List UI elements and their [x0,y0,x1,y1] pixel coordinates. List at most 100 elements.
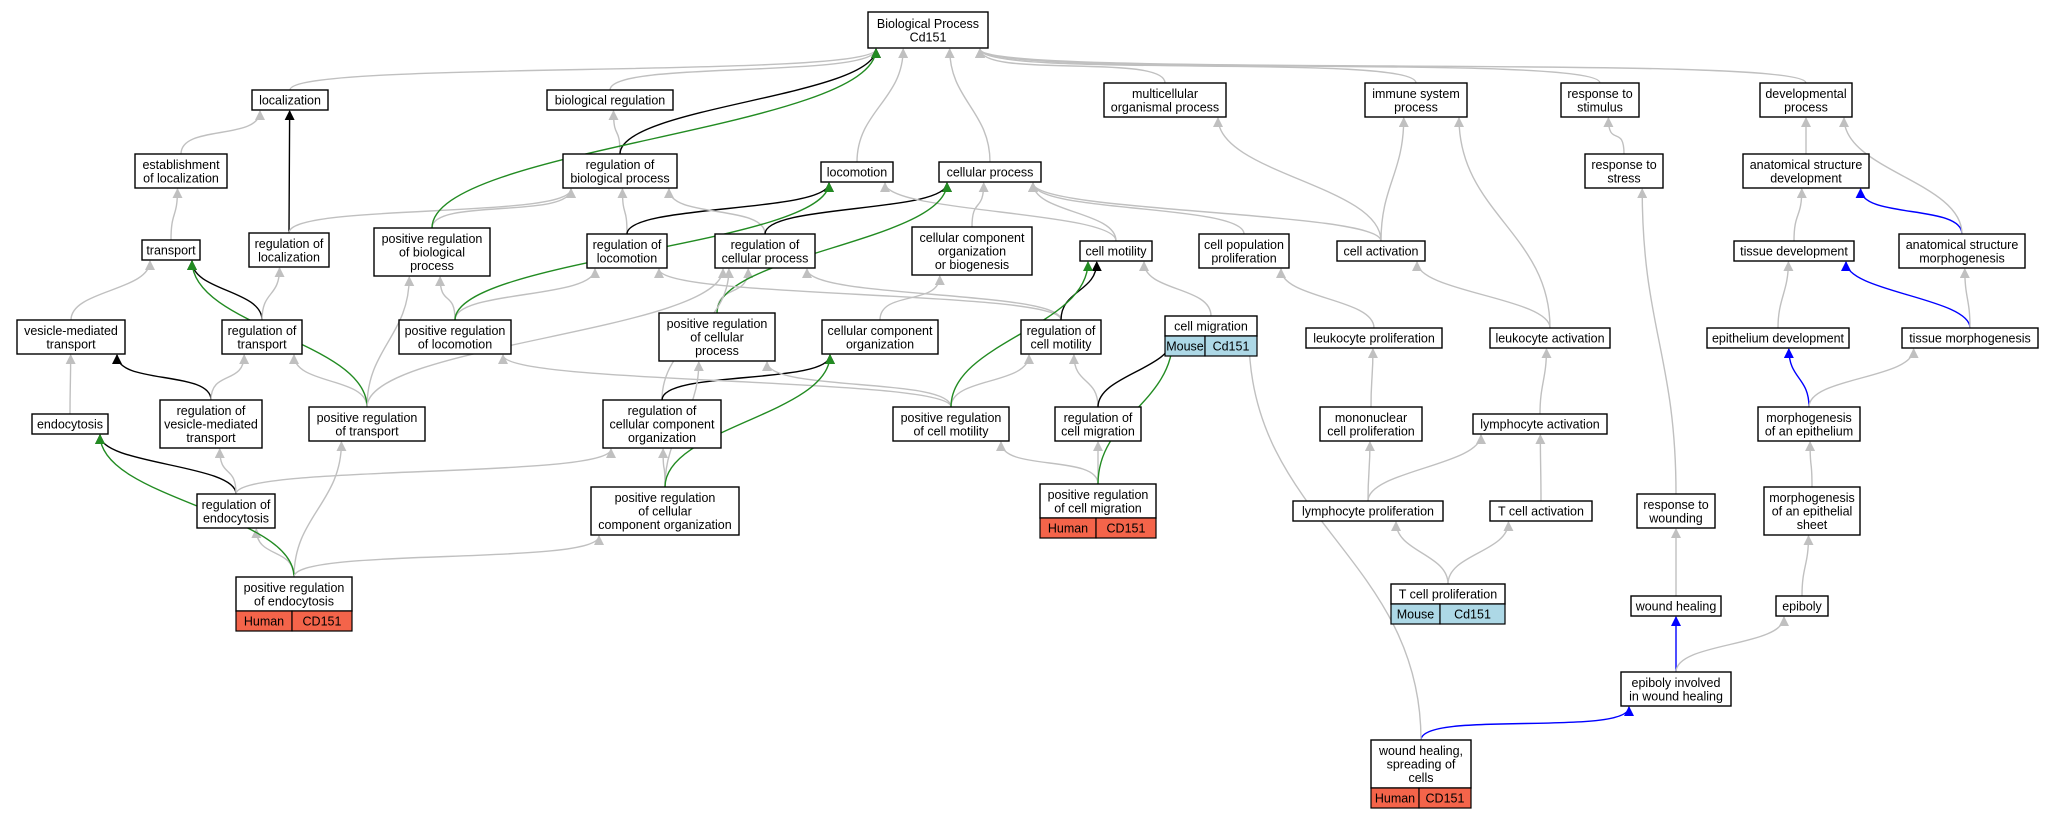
node-label: spreading of [1387,758,1456,772]
node-box [1630,595,1722,617]
node-tissue-dev[interactable]: tissue development [1733,240,1855,262]
edge-is-a [879,275,945,321]
node-transport[interactable]: transport [141,239,201,261]
node-label: or biogenesis [935,258,1009,272]
node-box [134,153,228,189]
node-label: epiboly [1782,600,1822,614]
node-label: lymphocyte activation [1480,418,1600,432]
node-label: cellular component [828,324,933,338]
node-label: process [1784,100,1828,114]
node-epiboly[interactable]: epiboly [1775,595,1829,617]
edge-is-a [1380,117,1409,242]
edge-is-a [971,182,989,228]
node-leukocyte-prolif[interactable]: leukocyte proliferation [1305,327,1443,349]
gene-cell [1418,787,1472,809]
gene-label: Cd151 [1213,340,1250,354]
node-label: cell migration [1174,320,1248,334]
node-cell-activation[interactable]: cell activation [1336,240,1426,262]
node-label: response to [1591,158,1656,172]
node-label: cellular process [947,166,1034,180]
node-box [1364,82,1468,118]
edge-part-of [1060,261,1102,321]
node-box [586,233,668,269]
edge-is-a [235,448,616,495]
node-label: regulation of [228,324,297,338]
node-lymphocyte-activation[interactable]: lymphocyte activation [1472,413,1608,435]
node-label: transport [186,431,236,445]
node-box [248,232,330,268]
node-label: process [410,259,454,273]
node-label: wounding [1648,511,1703,525]
edge-is-a [762,361,952,408]
node-box [562,153,678,189]
edge-is-a [1801,535,1814,597]
node-label: of localization [143,171,219,185]
edge-positively-regulates [950,261,1093,408]
node-box [398,319,512,355]
node-endocytosis[interactable]: endocytosis [31,413,109,435]
node-wound-healing[interactable]: wound healing [1630,595,1722,617]
node-lymphocyte-prolif[interactable]: lymphocyte proliferation [1292,500,1444,522]
edge-is-a [170,188,183,241]
node-label: Biological Process [877,17,979,31]
node-cellular-process[interactable]: cellular process [938,161,1042,183]
node-box [196,493,276,529]
node-label: developmental [1765,87,1846,101]
node-t-cell-activation[interactable]: T cell activation [1489,500,1593,522]
node-leukocyte-activation[interactable]: leukocyte activation [1489,327,1611,349]
node-localization[interactable]: localization [251,89,329,111]
node-cell-motility[interactable]: cell motility [1079,240,1153,262]
node-box [1733,240,1855,262]
edge-is-a [617,188,628,235]
node-locomotion[interactable]: locomotion [820,161,894,183]
edge-is-a [1603,117,1625,155]
node-label: positive regulation [667,317,768,331]
node-tissue-morph[interactable]: tissue morphogenesis [1901,327,2039,349]
node-box [1370,739,1472,789]
node-label: morphogenesis [1769,491,1854,505]
node-biological-regulation[interactable]: biological regulation [546,89,674,111]
edge-is-a [944,48,991,163]
node-epithelium-dev[interactable]: epithelium development [1706,327,1850,349]
edge-is-a [1244,336,1422,741]
